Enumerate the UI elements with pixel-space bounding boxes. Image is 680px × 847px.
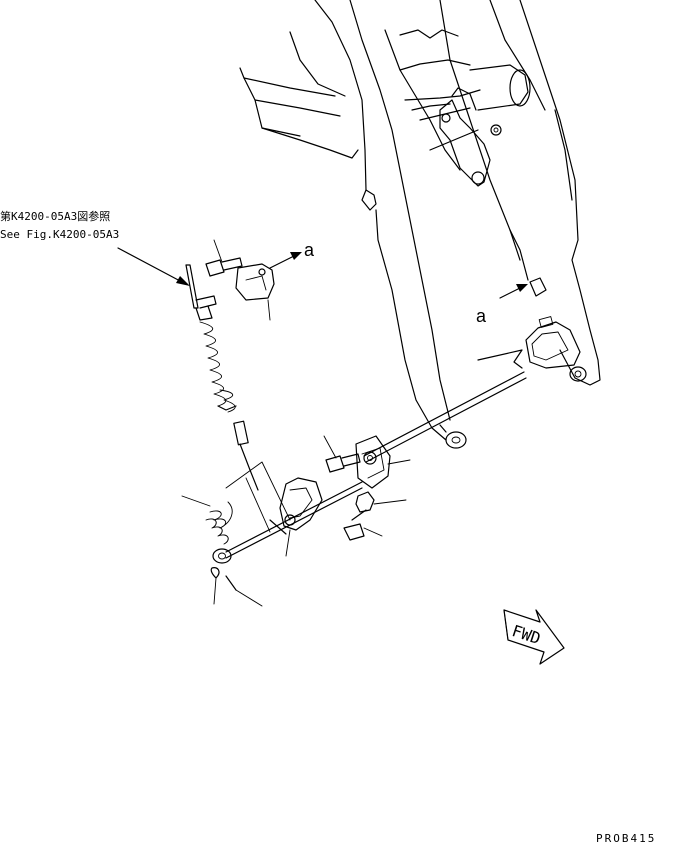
reference-label-jp: 第K4200-05A3図参照 — [0, 209, 110, 223]
lever-arm — [181, 461, 323, 607]
fwd-direction-arrow: FWD — [503, 609, 565, 665]
view-arrow-lower: a — [476, 284, 528, 326]
break-line — [477, 349, 523, 369]
loader-frame — [239, 0, 601, 449]
reference-label-en: See Fig.K4200-05A3 — [0, 228, 119, 241]
fwd-label: FWD — [510, 621, 543, 648]
mid-bracket — [323, 435, 411, 541]
control-cable — [185, 264, 259, 491]
upper-bracket: a — [205, 239, 315, 321]
linkage-rod — [225, 371, 527, 559]
reference-note: 第K4200-05A3図参照 See Fig.K4200-05A3 — [0, 209, 190, 286]
view-marker-upper: a — [304, 240, 315, 260]
view-marker-lower: a — [476, 306, 487, 326]
drawing-code: PROB415 — [596, 832, 656, 845]
